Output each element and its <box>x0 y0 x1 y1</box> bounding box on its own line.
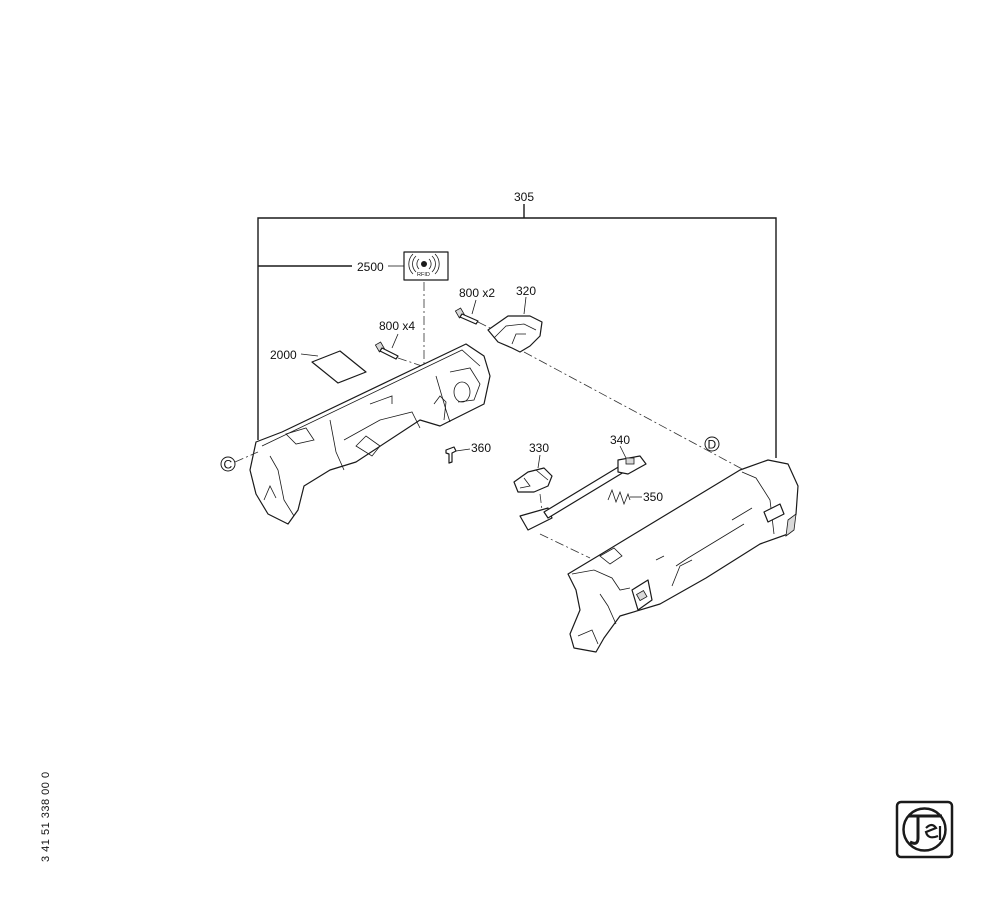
slider-330 <box>513 467 553 493</box>
fein-logo <box>895 800 954 859</box>
label-360: 360 <box>471 441 491 455</box>
rfid-tag: RFID <box>403 251 449 281</box>
label-330: 330 <box>529 441 549 455</box>
label-340: 340 <box>610 433 630 447</box>
spring-350 <box>607 488 631 506</box>
label-320: 320 <box>516 284 536 298</box>
screw-x4 <box>374 341 399 360</box>
label-350: 350 <box>643 490 663 504</box>
pin-360 <box>445 446 457 464</box>
assembly-bracket <box>257 204 777 458</box>
rfid-text: RFID <box>417 272 430 278</box>
ref-c-text: C <box>224 458 233 472</box>
label-2000: 2000 <box>270 348 297 362</box>
label-305: 305 <box>514 190 534 204</box>
housing-half-c <box>249 343 491 525</box>
label-plate <box>311 350 367 384</box>
screw-x2 <box>454 307 479 325</box>
housing-half-d <box>567 459 799 653</box>
cap-320 <box>487 315 543 353</box>
label-800-x2: 800 x2 <box>459 286 495 300</box>
document-number: 3 41 51 338 00 0 <box>40 771 52 862</box>
ref-circle-d <box>704 436 720 452</box>
label-800-x4: 800 x4 <box>379 319 415 333</box>
label-2500: 2500 <box>357 260 384 274</box>
switch-rod-340 <box>519 455 647 531</box>
ref-circle-c <box>220 456 236 472</box>
ref-d-text: D <box>708 438 717 452</box>
